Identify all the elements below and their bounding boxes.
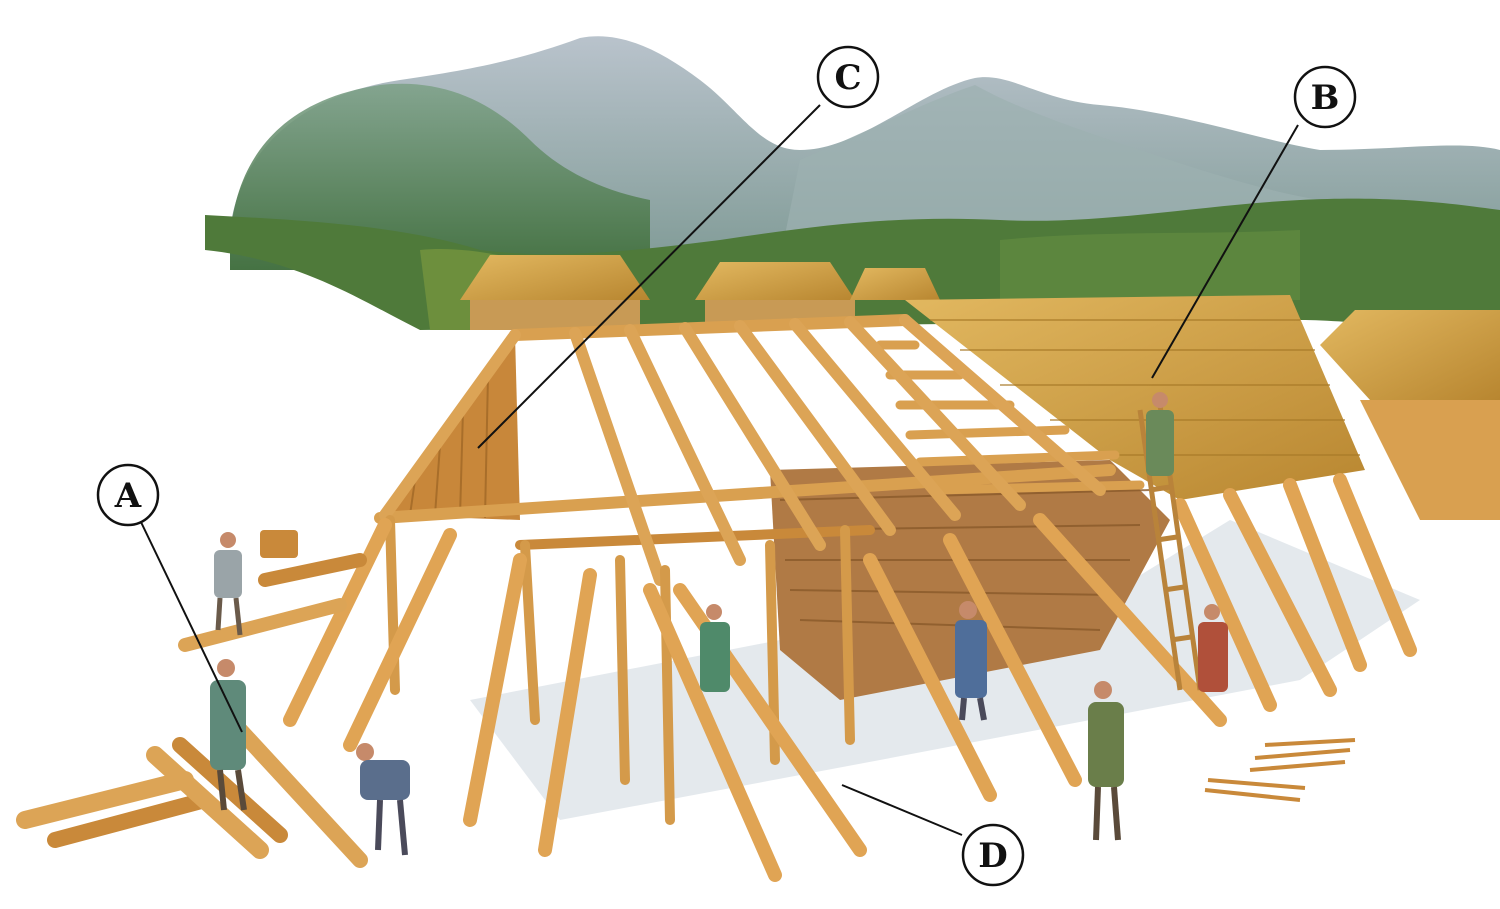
worker-a <box>210 659 247 811</box>
callout-b: B <box>1293 65 1357 129</box>
callout-c: C <box>816 45 880 109</box>
worker-roof <box>1146 392 1174 476</box>
callout-line-c <box>477 104 821 449</box>
callout-label-a: A <box>114 476 142 516</box>
worker-sticks <box>1088 681 1124 841</box>
callout-line-a <box>139 519 243 733</box>
callout-label-d: D <box>978 836 1007 876</box>
loose-timbers <box>16 530 368 868</box>
callout-a: A <box>96 463 160 527</box>
longhouse-frame <box>283 295 1417 882</box>
callout-line-b <box>1151 124 1299 379</box>
callout-lines <box>139 104 1299 836</box>
worker-wattle <box>955 601 987 721</box>
distant-house-left <box>460 255 650 330</box>
callout-label-c: C <box>834 58 861 98</box>
callout-label-b: B <box>1311 78 1340 118</box>
workers <box>210 392 1228 856</box>
stick-bundles <box>1204 738 1356 802</box>
worker-bending <box>356 743 410 856</box>
worker-axe <box>214 532 243 636</box>
callout-line-d <box>841 784 963 836</box>
worker-carrying <box>1198 604 1228 692</box>
worker-inside <box>700 604 730 692</box>
distant-house-right <box>1320 310 1500 520</box>
distant-house-center <box>695 262 940 325</box>
callout-d: D <box>961 823 1025 887</box>
